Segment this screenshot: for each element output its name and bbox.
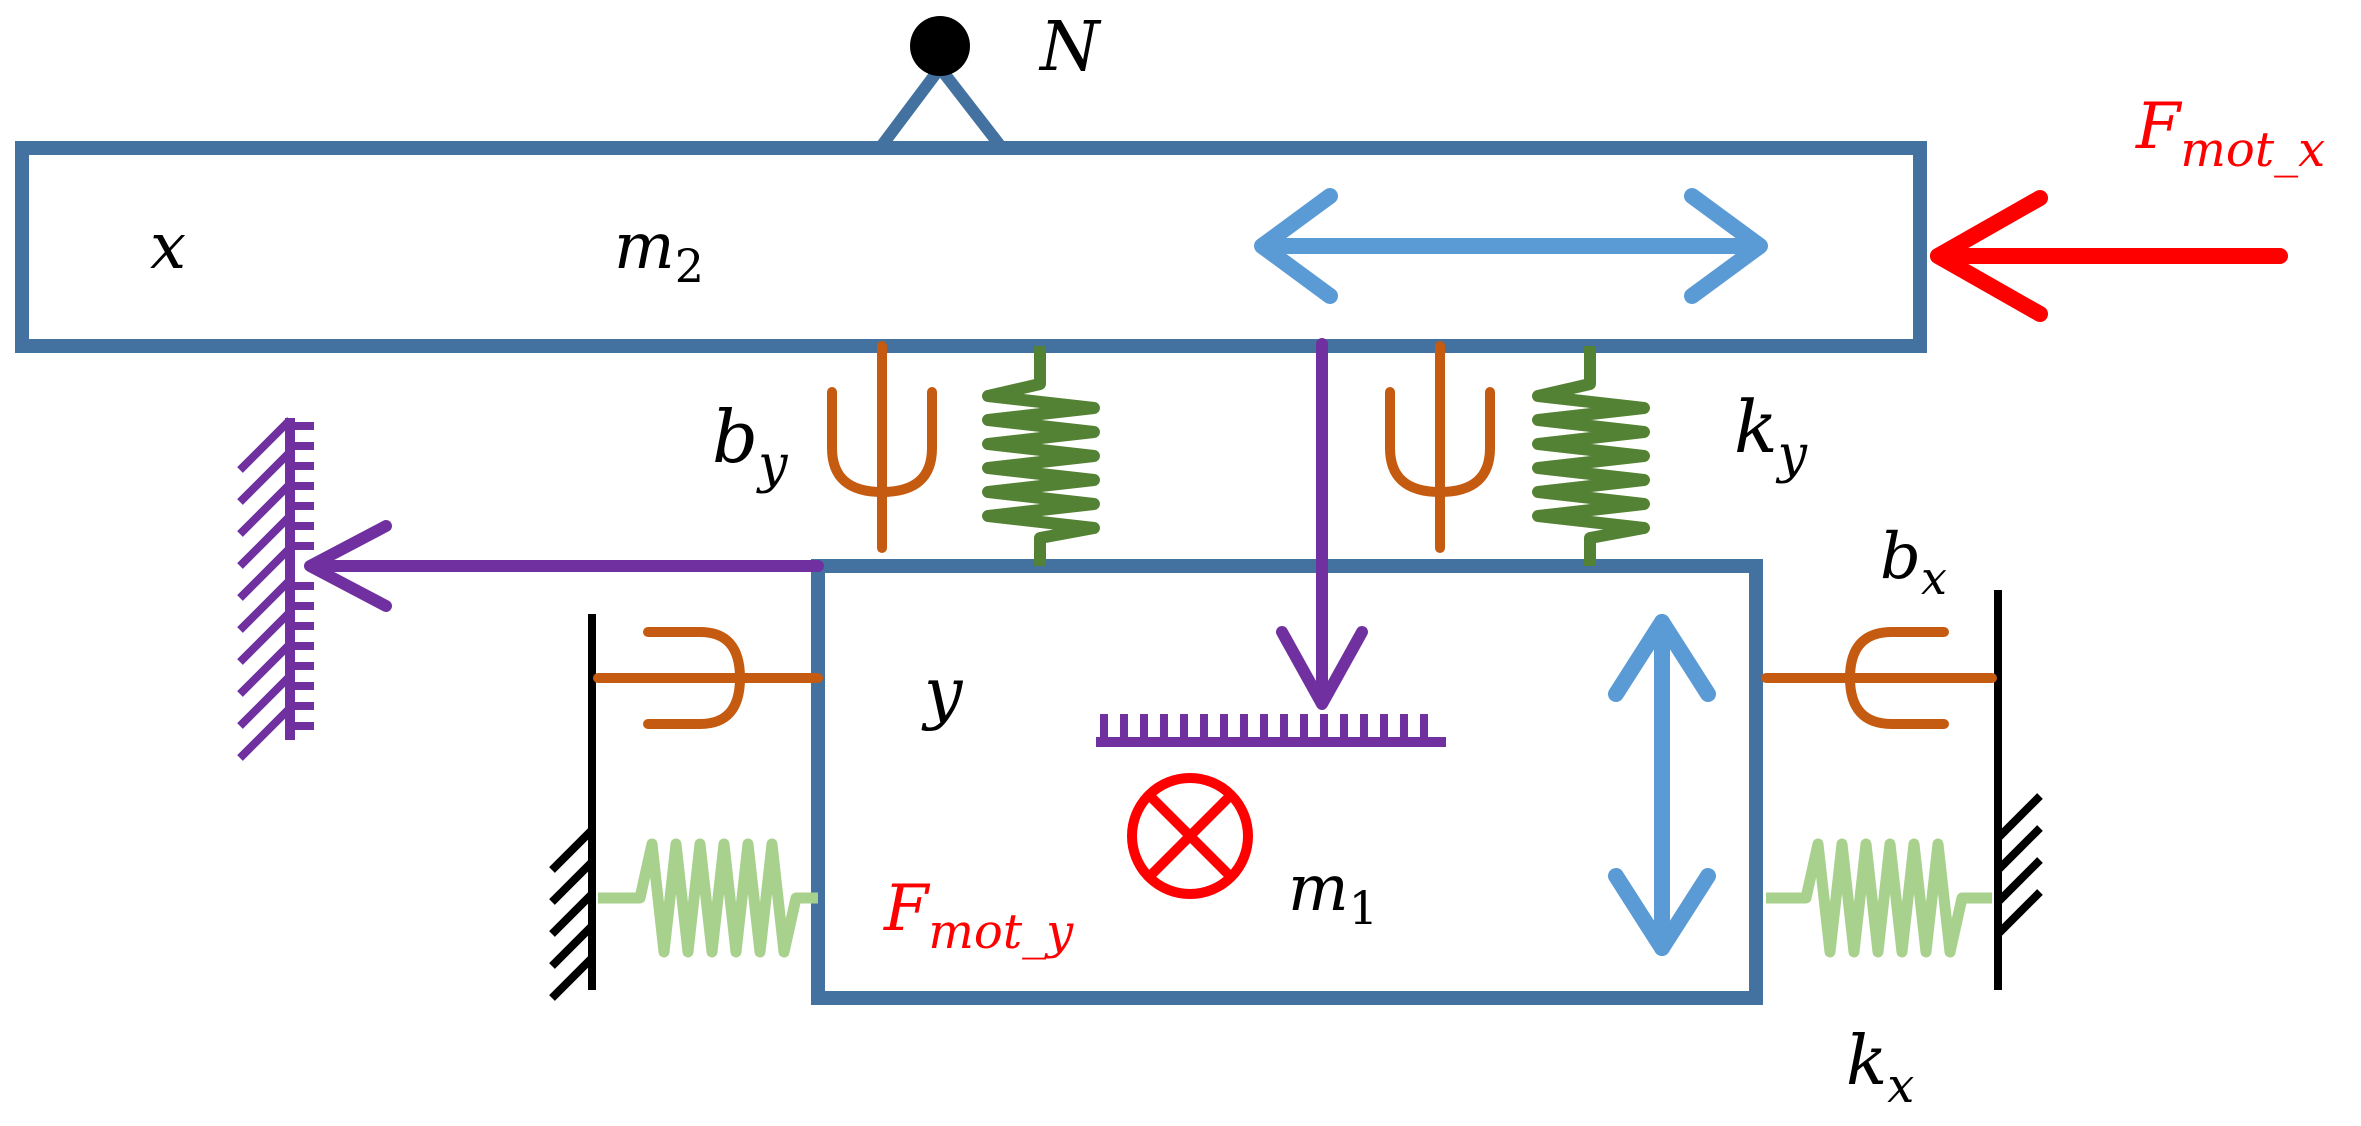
label-fmot-x-main: F xyxy=(2135,90,2183,164)
label-bx-main: b xyxy=(1880,520,1921,594)
label-by-sub: y xyxy=(756,435,788,495)
spring-ky-right xyxy=(1532,346,1650,566)
label-ky-sub: y xyxy=(1776,425,1808,485)
spring-kx-right xyxy=(1766,838,1992,958)
left-wall xyxy=(549,614,596,1001)
label-kx-sub: x xyxy=(1887,1058,1914,1114)
label-m1-sub: 1 xyxy=(1349,881,1378,935)
label-ky: ky xyxy=(1734,385,1808,485)
label-m2-main: m xyxy=(614,210,675,284)
pivot-support xyxy=(875,16,1007,152)
damper-bx-left xyxy=(593,627,823,729)
label-by: by xyxy=(712,395,788,495)
label-kx: kx xyxy=(1846,1022,1914,1114)
label-bx: bx xyxy=(1880,520,1947,605)
force-into-page-icon xyxy=(1127,773,1253,899)
label-fmot-x: Fmot_x xyxy=(2135,90,2325,178)
label-fmot-y-sub: mot_y xyxy=(928,904,1074,960)
label-m2: m2 xyxy=(614,210,704,293)
damper-by-right xyxy=(1385,341,1495,553)
label-kx-main: k xyxy=(1846,1022,1887,1101)
right-wall xyxy=(1994,590,2043,990)
label-m2-sub: 2 xyxy=(675,239,704,293)
vertical-measurement-scale xyxy=(1096,714,1446,747)
label-fmot-y: Fmot_y xyxy=(883,872,1074,960)
damper-bx-right xyxy=(1761,627,1997,729)
vertical-motion-arrow xyxy=(1608,614,1716,956)
damper-by-left xyxy=(827,341,937,553)
label-y: y xyxy=(921,654,964,733)
label-by-main: b xyxy=(712,395,758,479)
horizontal-sensor-arrow xyxy=(304,520,824,612)
vertical-sensor-arrow xyxy=(1276,338,1368,710)
label-x: x xyxy=(150,210,186,284)
label-ky-main: k xyxy=(1734,385,1778,469)
spring-ky-left xyxy=(982,346,1100,566)
label-bx-sub: x xyxy=(1921,551,1947,605)
force-arrow-x xyxy=(1930,190,2288,322)
label-fmot-x-sub: mot_x xyxy=(2180,122,2325,178)
label-fmot-y-main: F xyxy=(883,872,931,946)
spring-kx-left xyxy=(598,838,818,958)
label-N: N xyxy=(1038,8,1102,87)
horizontal-measurement-scale xyxy=(237,417,314,761)
label-m1-main: m xyxy=(1288,852,1349,926)
label-m1: m1 xyxy=(1288,852,1378,935)
horizontal-motion-arrow xyxy=(1254,188,1768,304)
